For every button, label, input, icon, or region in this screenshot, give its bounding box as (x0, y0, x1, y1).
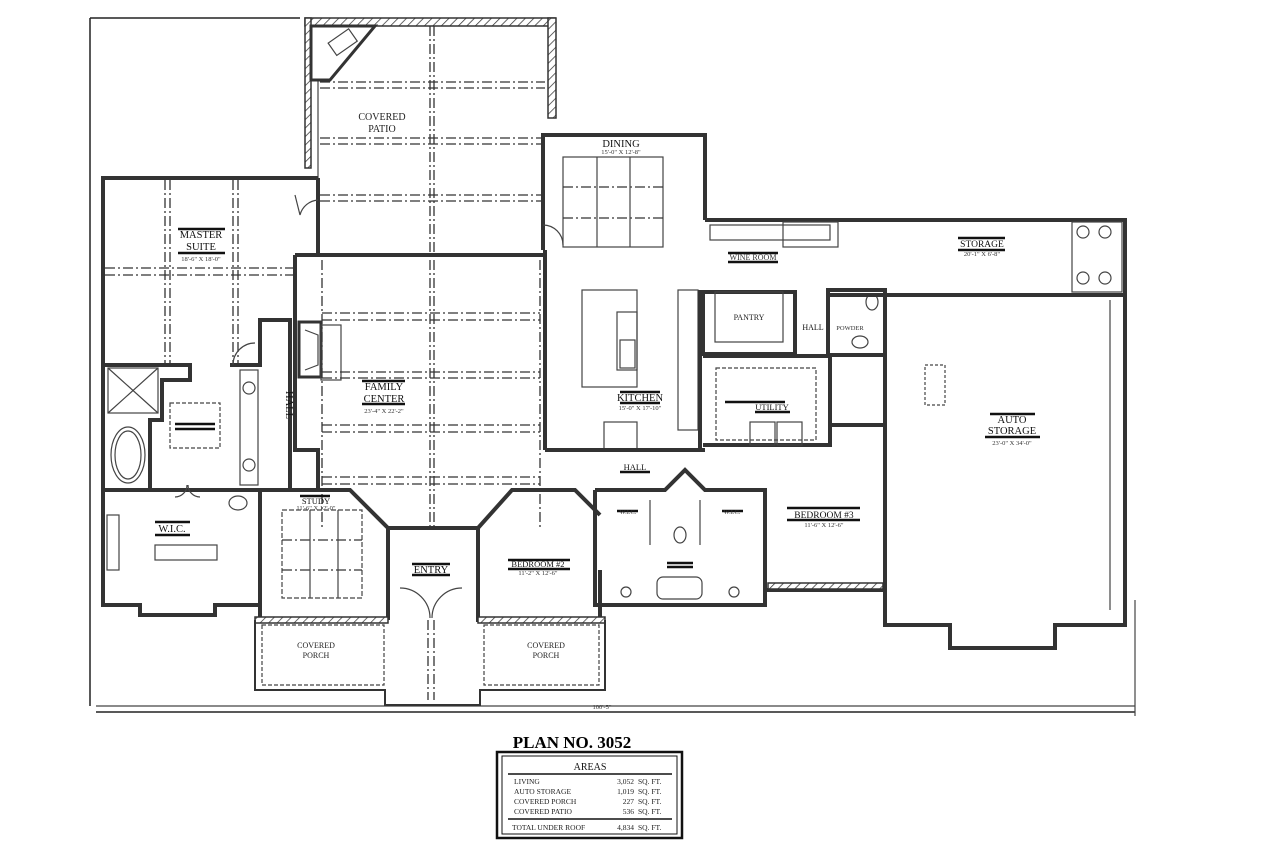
service-wing: WINE ROOM PANTRY HALL POWDER UTILITY STO… (701, 218, 1127, 447)
bedroom2-size: 11'-2" X 12'-6" (518, 570, 558, 577)
wic-bed3-label: W.I.C. (724, 509, 741, 516)
porch-right-label-1: COVERED (527, 641, 565, 650)
family-center-label-2: CENTER (364, 394, 405, 405)
auto-storage: AUTO STORAGE 23'-0" X 34'-0" (883, 295, 1127, 650)
areas-row: LIVING 3,052 SQ. FT. (514, 777, 662, 786)
pantry-label: PANTRY (734, 313, 765, 322)
area-unit: SQ. FT. (638, 797, 662, 806)
areas-row: COVERED PATIO 536 SQ. FT. (514, 807, 662, 816)
kitchen-size: 15'-0" X 17'-10" (619, 405, 662, 412)
area-label: LIVING (514, 777, 540, 786)
door-swing (294, 194, 319, 216)
storage-size: 20'-1" X 6'-8" (964, 251, 1001, 258)
master-suite-label-2: SUITE (186, 242, 216, 253)
area-label: COVERED PATIO (514, 807, 572, 816)
total-unit: SQ. FT. (638, 823, 662, 832)
porch-left-label-1: COVERED (297, 641, 335, 650)
areas-row: AUTO STORAGE 1,019 SQ. FT. (514, 787, 662, 796)
dryer (776, 421, 803, 446)
bedroom3-size: 11'-6" X 12'-6" (804, 522, 844, 529)
dimension-lines: 100'-5" (89, 17, 1136, 716)
master-suite-size: 18'-6" X 18'-0" (181, 256, 221, 263)
utility-label: UTILITY (755, 402, 789, 412)
family-center-size: 23'-4" X 22'-2" (364, 408, 404, 415)
auto-storage-label-2: STORAGE (988, 426, 1036, 437)
total-value: 4,834 (617, 823, 634, 832)
auto-storage-label-1: AUTO (998, 415, 1027, 426)
front-porches: COVERED PORCH COVERED PORCH (254, 616, 606, 706)
master-suite: MASTER SUITE 18'-6" X 18'-0" (101, 176, 320, 580)
area-label: AUTO STORAGE (514, 787, 571, 796)
plan-title: PLAN NO. 3052 (513, 733, 632, 752)
hall-master-label: HALL (283, 391, 294, 419)
wic-bed2-label: W.I.C. (620, 509, 637, 516)
area-unit: SQ. FT. (638, 787, 662, 796)
auto-storage-size: 23'-0" X 34'-0" (992, 440, 1032, 447)
vanity (239, 369, 259, 486)
covered-patio-label-1: COVERED (358, 112, 405, 123)
overall-width-dimension: 100'-5" (593, 704, 612, 711)
kitchen: KITCHEN 15'-0" X 17'-10" (545, 289, 705, 452)
porch-left-label-2: PORCH (303, 651, 330, 660)
study: STUDY 11'-6" X 12'-0" (260, 488, 390, 622)
front-door-swing (399, 587, 463, 619)
kitchen-label: KITCHEN (617, 393, 663, 404)
sink (619, 339, 636, 369)
areas-schedule: PLAN NO. 3052 AREAS LIVING 3,052 SQ. FT.… (495, 733, 684, 840)
wine-room-label: WINE ROOM (730, 253, 777, 262)
master-wic-label: W.I.C. (158, 524, 185, 535)
bedroom3-label: BEDROOM #3 (794, 511, 854, 521)
porch-right-label-2: PORCH (533, 651, 560, 660)
counter (677, 289, 699, 431)
bedroom-2: BEDROOM #2 11'-2" X 12'-6" (476, 488, 602, 622)
area-value: 3,052 (617, 777, 634, 786)
master-bath: HALL (103, 318, 294, 620)
toilet (228, 495, 248, 511)
family-center-label-1: FAMILY (365, 382, 404, 393)
study-size: 11'-6" X 12'-0" (296, 505, 336, 512)
storage-label: STORAGE (960, 240, 1004, 250)
dining-size: 15'-0" X 12'-8" (601, 149, 641, 156)
areas-row: COVERED PORCH 227 SQ. FT. (514, 797, 662, 806)
dining: DINING 15'-0" X 12'-8" (541, 133, 707, 250)
covered-patio-label-2: PATIO (368, 124, 395, 135)
family-center: FAMILY CENTER 23'-4" X 22'-2" (293, 250, 547, 530)
dining-label: DINING (602, 139, 640, 150)
bathtub (110, 426, 146, 484)
areas-heading: AREAS (574, 762, 607, 773)
powder-label: POWDER (836, 325, 864, 332)
master-suite-label-1: MASTER (180, 230, 223, 241)
bedroom-wing: HALL BEDROOM #3 11'-6" X 12'-6" W.I.C. W… (593, 423, 887, 607)
area-label: COVERED PORCH (514, 797, 577, 806)
area-value: 227 (623, 797, 635, 806)
entry: ENTRY (386, 526, 480, 620)
master-wic: W.I.C. (101, 484, 258, 617)
areas-total-row: TOTAL UNDER ROOF 4,834 SQ. FT. (512, 823, 662, 832)
hall-service-label: HALL (802, 323, 823, 332)
study-label: STUDY (302, 496, 330, 506)
area-unit: SQ. FT. (638, 807, 662, 816)
shower (107, 367, 159, 414)
total-label: TOTAL UNDER ROOF (512, 823, 585, 832)
entry-label: ENTRY (414, 565, 449, 576)
covered-patio: COVERED PATIO (304, 17, 557, 530)
hall-main-label: HALL (624, 462, 647, 472)
area-value: 1,019 (617, 787, 634, 796)
bedroom2-label: BEDROOM #2 (511, 559, 564, 569)
area-value: 536 (623, 807, 635, 816)
washer (749, 421, 776, 446)
area-unit: SQ. FT. (638, 777, 662, 786)
kitchen-island (581, 289, 638, 388)
